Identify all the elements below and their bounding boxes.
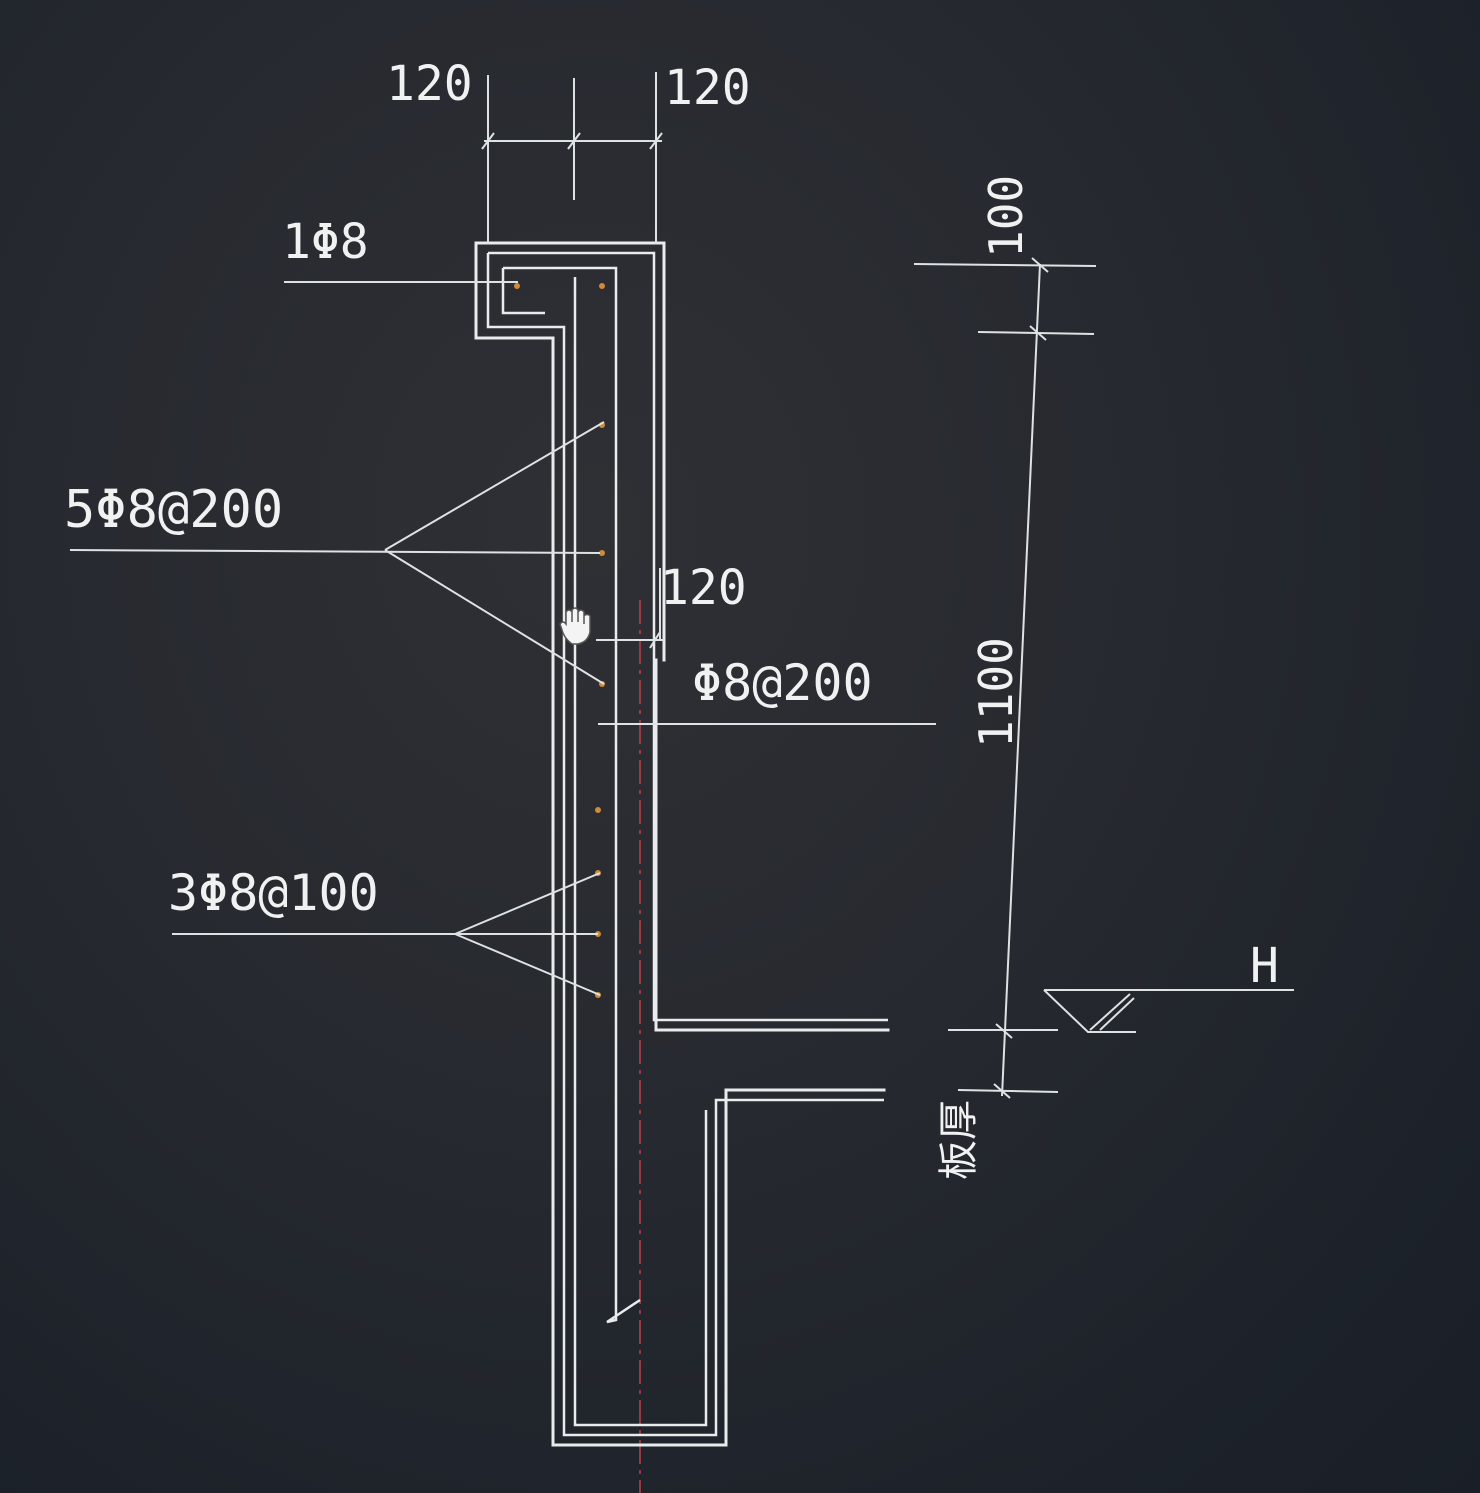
hand-cursor-icon <box>559 607 591 645</box>
leader-top-bars-up <box>384 421 605 551</box>
outer-rebar-line <box>488 251 888 1022</box>
dim-text-top-right: 120 <box>664 60 751 116</box>
dim-tick <box>567 132 581 150</box>
leader-bottom-bars-down <box>454 933 601 996</box>
dim-ext-top <box>913 263 1097 267</box>
dim-tick <box>1031 257 1049 273</box>
inner-rebar-line <box>486 253 884 1437</box>
dim-text-mid: 120 <box>660 560 747 616</box>
label-distribution-bars: Φ8@200 <box>692 654 873 712</box>
dim-line-vertical <box>1001 263 1041 1097</box>
dim-tick <box>993 1083 1011 1099</box>
inner-stirrup <box>573 277 708 1427</box>
leader-top-bars-main <box>69 549 601 554</box>
corner-hook <box>501 268 545 315</box>
dim-tick <box>649 631 661 649</box>
dim-text-top-left: 120 <box>386 56 473 112</box>
hook-rebar <box>503 266 641 1324</box>
dim-ext-slab <box>957 1089 1059 1093</box>
level-mark-label: H <box>1250 938 1279 994</box>
label-corner-bar: 1Φ8 <box>282 214 369 270</box>
label-top-bars: 5Φ8@200 <box>64 480 283 540</box>
level-mark-triangle <box>1043 989 1136 1033</box>
dim-tick <box>995 1023 1013 1039</box>
dim-tick <box>649 132 663 150</box>
cap-outline-right <box>474 241 666 662</box>
level-mark-hatch <box>1089 993 1135 1031</box>
dim-tick <box>1029 325 1047 341</box>
dim-text-cover: 100 <box>979 175 1033 258</box>
dim-text-height: 1100 <box>969 637 1023 748</box>
label-bottom-bars: 3Φ8@100 <box>168 864 379 922</box>
leader-top-bars-down <box>384 549 605 685</box>
wall-outline <box>474 241 886 1447</box>
dim-tick <box>481 132 495 150</box>
leader-bottom-bars-up <box>454 872 601 935</box>
slab-thickness-label: 板厚 <box>936 1100 982 1180</box>
wall-outline-right <box>654 658 890 1032</box>
